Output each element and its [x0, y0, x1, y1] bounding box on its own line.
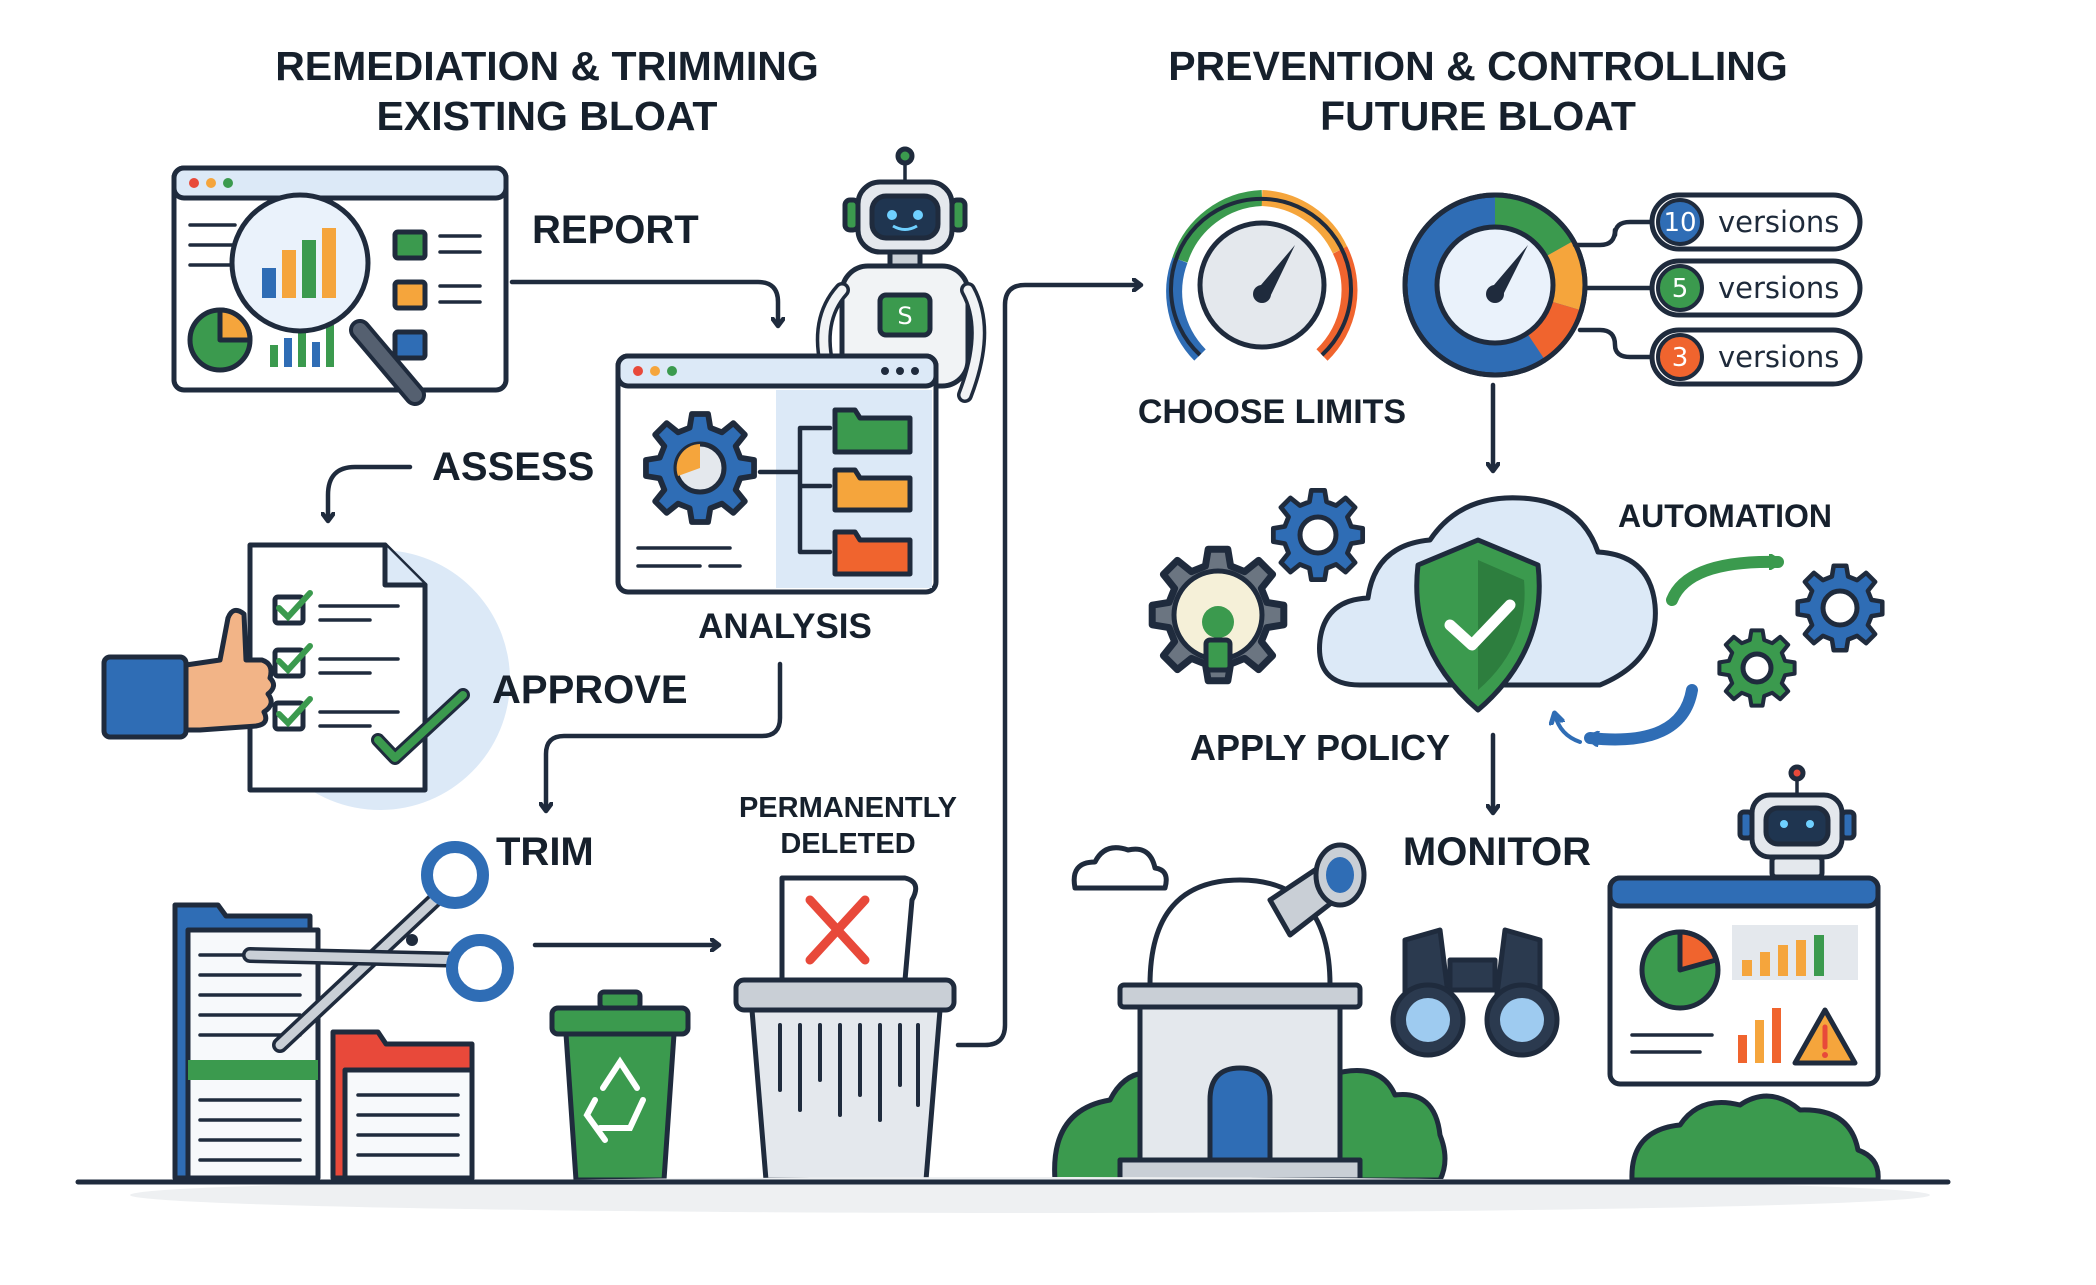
monitoring-robot-icon	[1737, 764, 1857, 880]
gear-lightbulb-icon	[1152, 549, 1284, 681]
version-count: 5	[1672, 274, 1689, 304]
version-label: versions	[1718, 271, 1839, 305]
arrow-analysis-to-trim	[546, 661, 783, 810]
version-label: versions	[1718, 205, 1839, 239]
version-limit-item: 3 versions	[1649, 327, 1863, 387]
analysis-window-icon	[615, 353, 939, 595]
automation-arrow-right	[1666, 562, 1784, 606]
arrow-assess-to-approve	[328, 464, 413, 520]
version-count: 10	[1663, 208, 1696, 238]
robot-icon: S	[815, 146, 987, 403]
version-limit-list: 10 versions 5 versions 3 versions	[1649, 192, 1863, 387]
step-assess-label: ASSESS	[432, 445, 594, 489]
monitoring-dashboard-icon	[1607, 875, 1881, 1087]
permanently-deleted-line2: DELETED	[780, 828, 915, 860]
step-monitor-label: MONITOR	[1403, 830, 1591, 874]
remediation-title-line1: REMEDIATION & TRIMMING	[275, 43, 819, 89]
shield-check-icon	[1414, 537, 1542, 713]
version-limit-dial-icon	[1402, 192, 1588, 378]
shredder-icon	[733, 875, 957, 1183]
automation-arrow-left	[1584, 684, 1698, 739]
version-limit-pill	[1649, 192, 1863, 252]
version-label: versions	[1718, 340, 1839, 374]
step-apply-policy-label: APPLY POLICY	[1190, 727, 1450, 768]
version-count: 3	[1672, 343, 1689, 373]
recycle-bin-icon	[549, 989, 691, 1183]
trimmed-files-icon	[172, 902, 475, 1181]
step-approve-label: APPROVE	[492, 668, 688, 712]
version-count-badge	[1656, 264, 1704, 312]
arrow-report-to-analysis	[509, 279, 778, 325]
dial-to-versions-connectors	[1572, 219, 1653, 360]
version-limit-item: 10 versions	[1649, 192, 1863, 252]
prevention-title-line1: PREVENTION & CONTROLLING	[1168, 43, 1788, 89]
bush-right-icon	[1629, 1093, 1881, 1183]
report-window-icon	[171, 165, 509, 406]
step-report-label: REPORT	[532, 208, 699, 252]
version-count-badge	[1656, 198, 1704, 246]
version-limit-pill	[1649, 327, 1863, 387]
step-trim-label: TRIM	[496, 830, 594, 874]
remediation-title-line2: EXISTING BLOAT	[377, 93, 718, 139]
ground-shadow	[130, 1177, 1930, 1213]
version-limit-pill	[1649, 258, 1863, 318]
feedback-arrow	[1555, 715, 1582, 744]
arrow-delete-to-choose-limits	[955, 285, 1140, 1048]
binoculars-icon	[1390, 927, 1560, 1058]
gauge-icon	[1166, 190, 1358, 361]
robot-badge: S	[897, 302, 912, 330]
version-count-badge	[1656, 333, 1704, 381]
version-limit-item: 5 versions	[1649, 258, 1863, 318]
automation-label: AUTOMATION	[1618, 498, 1832, 534]
prevention-title-line2: FUTURE BLOAT	[1320, 93, 1636, 139]
step-analysis-label: ANALYSIS	[698, 607, 872, 646]
observatory-icon	[1117, 842, 1367, 1183]
small-cloud-icon	[1071, 845, 1169, 891]
approval-checklist-icon	[101, 542, 510, 810]
step-choose-limits-label: CHOOSE LIMITS	[1138, 393, 1406, 431]
permanently-deleted-line1: PERMANENTLY	[739, 792, 957, 824]
scissors-icon	[242, 841, 514, 1053]
